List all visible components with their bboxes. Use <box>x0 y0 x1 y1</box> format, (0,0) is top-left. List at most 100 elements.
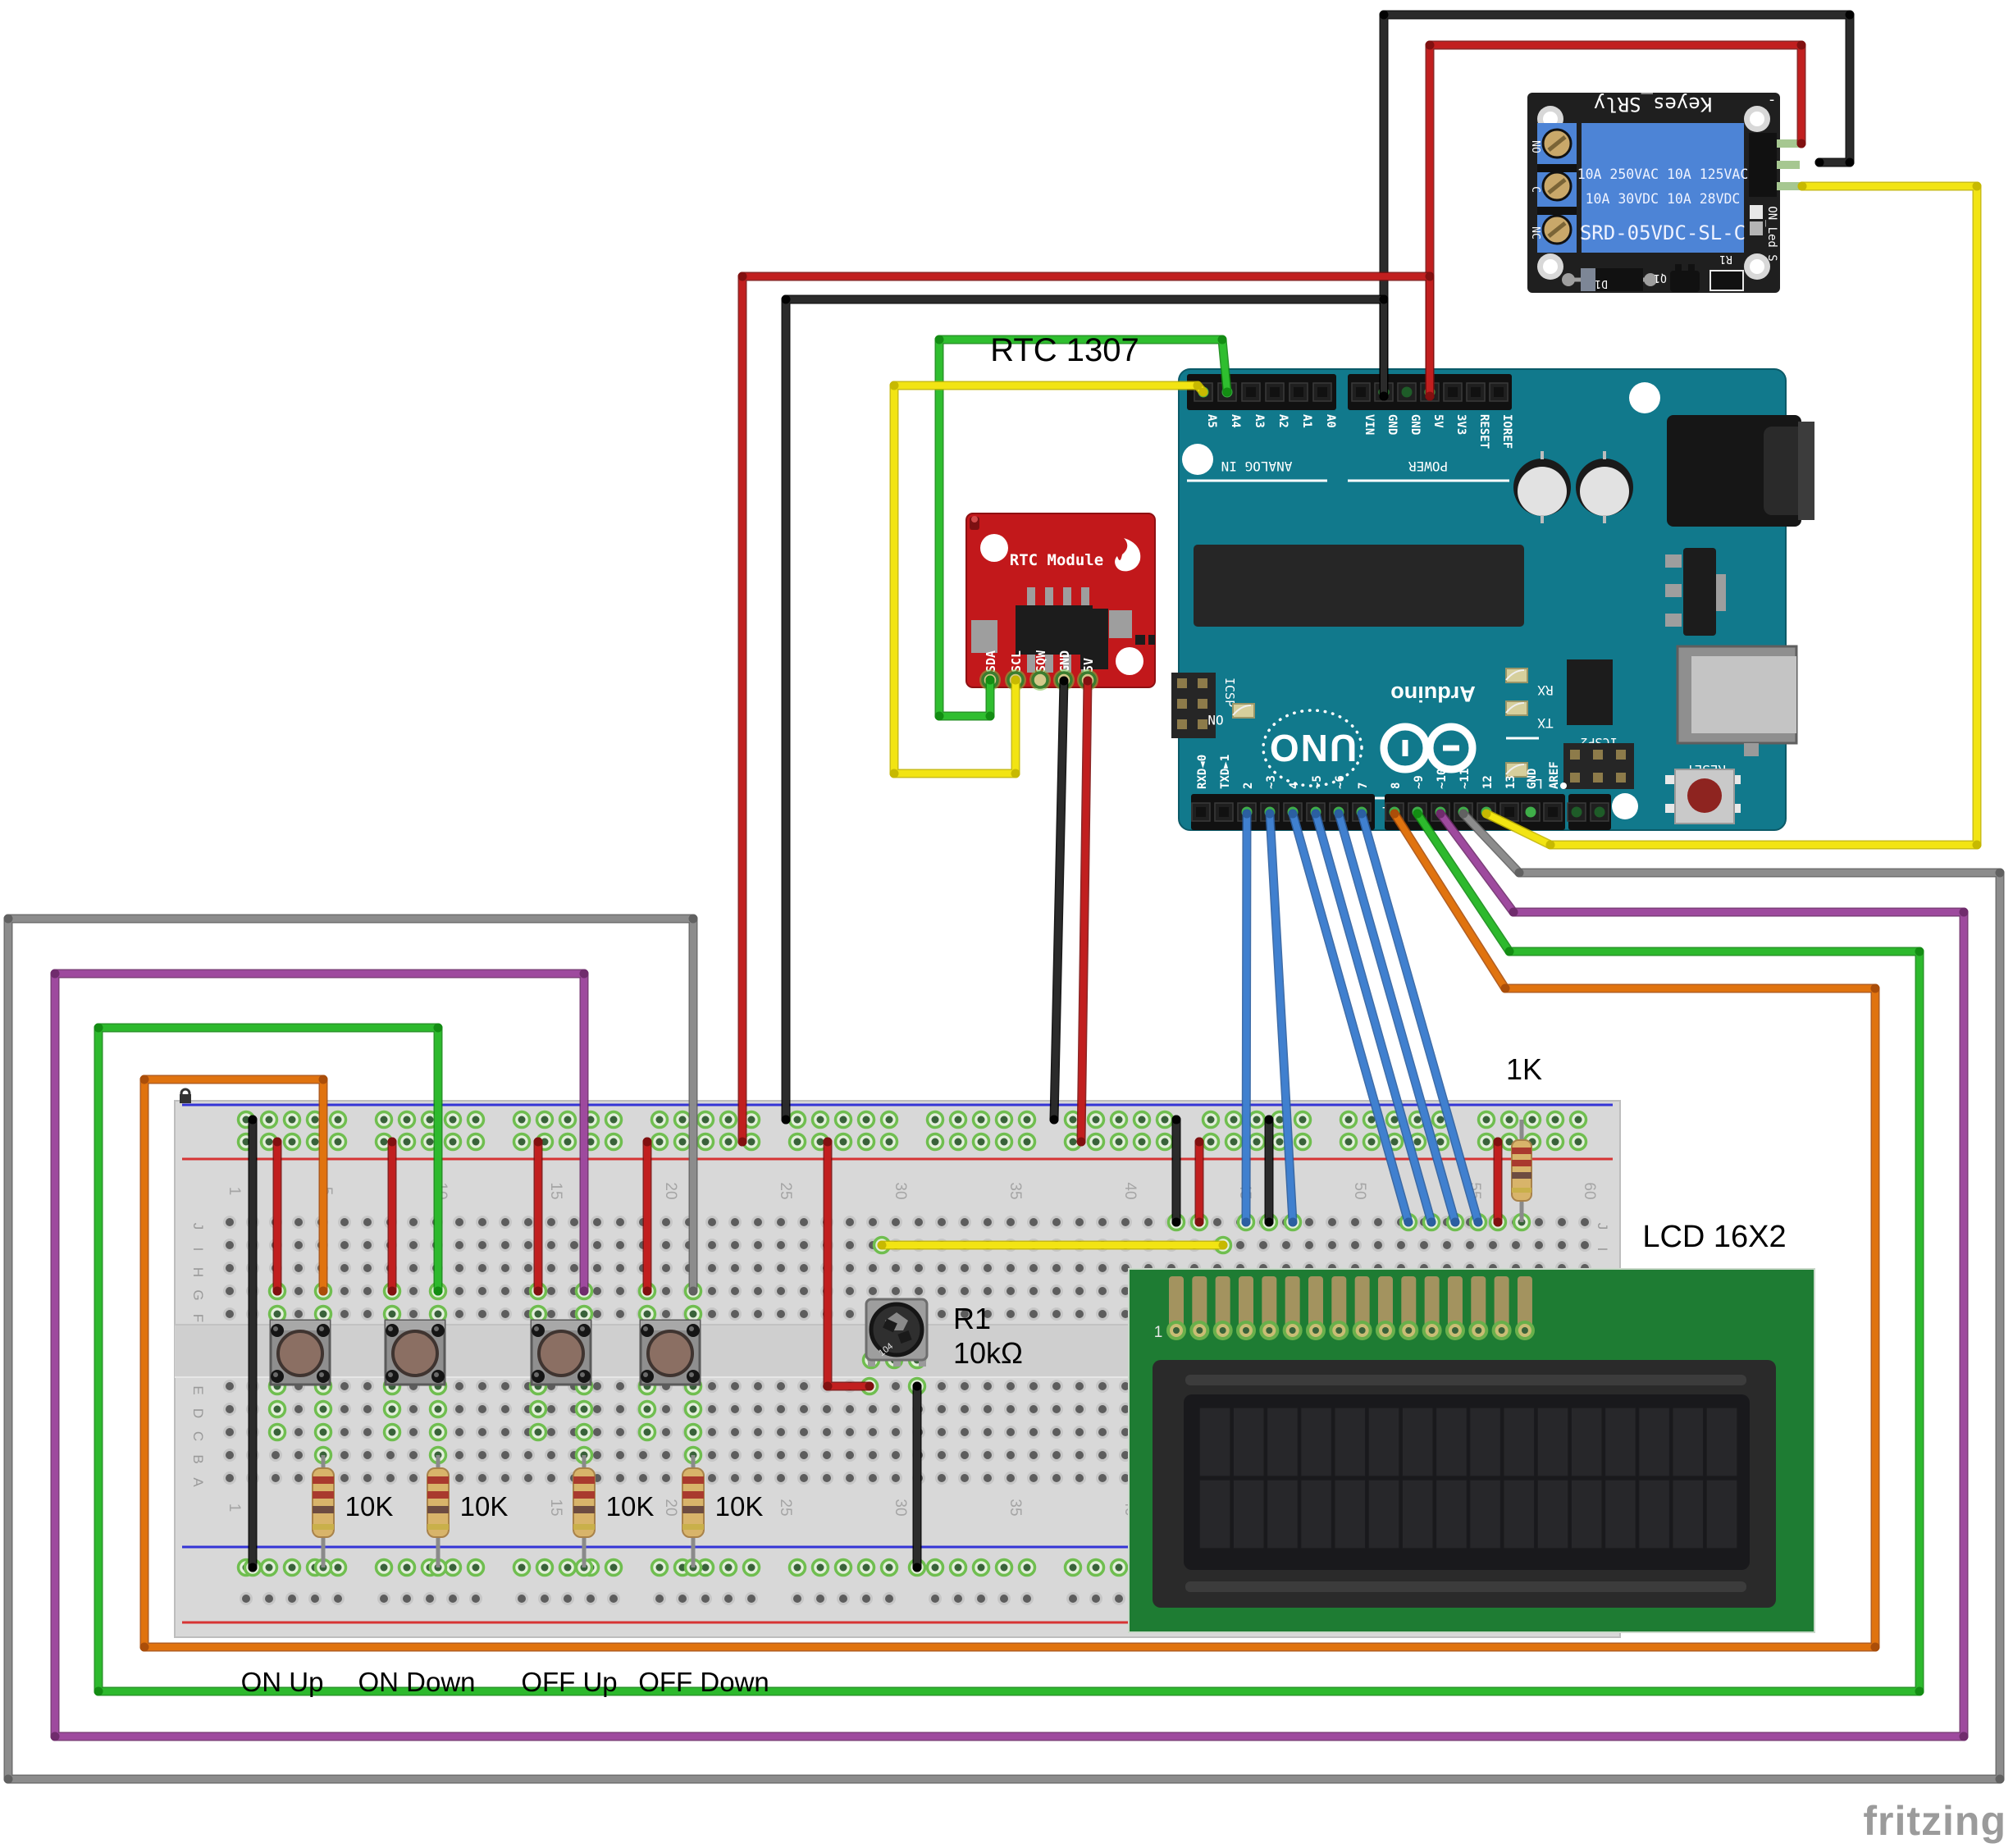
wire-rail-5v-red[interactable] <box>737 271 1435 1147</box>
wire-line[interactable] <box>141 810 1878 1650</box>
wire-bendpoint <box>139 1642 149 1652</box>
wire-lcd-vdd-red[interactable] <box>1194 1137 1204 1227</box>
wire-line[interactable] <box>936 336 1230 719</box>
wire-bendpoint <box>318 1075 328 1084</box>
wire-line[interactable] <box>1243 810 1250 1225</box>
resistor-10k-2[interactable] <box>427 1455 450 1567</box>
resistor-10k-label: 10K <box>345 1491 394 1522</box>
wire-lcd-vss-black[interactable] <box>1171 1115 1181 1227</box>
wire-btn2-green[interactable] <box>94 809 1924 1696</box>
push-button-2[interactable] <box>384 1319 446 1386</box>
wire-line[interactable] <box>1051 678 1067 1123</box>
wire-line[interactable] <box>1312 810 1435 1225</box>
pin-label-digital: ~5 <box>1311 775 1324 789</box>
wire-lcd-d7-blue[interactable] <box>1357 809 1483 1227</box>
wire-bendpoint <box>865 1381 874 1391</box>
lcd-char-cell <box>1536 1479 1569 1549</box>
wire-rtc-scl-yellow[interactable] <box>889 381 1208 778</box>
wire-relay-gnd-black[interactable] <box>1379 10 1855 401</box>
wire-rtc-sda-green[interactable] <box>934 335 1232 721</box>
column-number: 20 <box>662 1182 679 1199</box>
resistor-10k-1[interactable] <box>312 1455 335 1567</box>
icsp-label: ICSP <box>1222 678 1237 707</box>
wire-lcd-e-blue[interactable] <box>1265 809 1298 1227</box>
lcd-16x2[interactable]: 1 <box>1128 1268 1815 1633</box>
wire-btn4-gray[interactable] <box>3 809 2005 1784</box>
lcd-char-cell <box>1334 1479 1367 1549</box>
push-button-3[interactable] <box>530 1319 592 1386</box>
resistor-10k-4[interactable] <box>682 1455 705 1567</box>
wire-btn1-orange[interactable] <box>139 809 1880 1652</box>
wire-lcd-rs-blue[interactable] <box>1241 809 1252 1227</box>
wire-lcd-d6-blue[interactable] <box>1334 809 1460 1227</box>
wire-bendpoint <box>737 1137 747 1147</box>
wire-rail-gnd-black[interactable] <box>781 294 1389 1125</box>
wire-lcd-led-red[interactable] <box>1493 1137 1503 1227</box>
wire-line[interactable] <box>783 296 1387 1123</box>
wire-line[interactable] <box>95 810 1923 1695</box>
wire-line[interactable] <box>1335 810 1458 1225</box>
resistor-1k[interactable] <box>1511 1120 1532 1222</box>
pin-label-analog: A2 <box>1276 414 1290 428</box>
led-label: RX <box>1537 682 1554 698</box>
lcd-char-cell <box>1570 1407 1603 1477</box>
wire-btn3-5v-red[interactable] <box>533 1137 543 1296</box>
wire-line[interactable] <box>52 810 1967 1740</box>
lcd-char-cell <box>1266 1479 1299 1549</box>
wire-line[interactable] <box>5 810 2003 1782</box>
wire-pot-v0-yellow[interactable] <box>877 1240 1228 1250</box>
wire-pot-5v-red[interactable] <box>823 1137 874 1391</box>
wire-lcd-rw-black[interactable] <box>1264 1115 1274 1227</box>
wire-bendpoint <box>1509 907 1518 917</box>
potentiometer-r1[interactable]: 104 <box>865 1298 929 1367</box>
button-label-1: ON Up <box>241 1667 324 1697</box>
wire-bendpoint <box>1194 1137 1204 1147</box>
arduino-uno[interactable]: ICSPICSP2RESETONRXTXLUNOArduinoANALOG IN… <box>1169 368 1814 831</box>
wire-btn2-5v-red[interactable] <box>387 1137 397 1296</box>
wire-bendpoint <box>1059 676 1069 686</box>
wire-bendpoint <box>1504 947 1514 956</box>
wire-line[interactable] <box>1267 810 1296 1225</box>
rtc-pin-label: GND <box>1057 650 1072 673</box>
resistor-body <box>1511 1139 1532 1202</box>
wire-btn1-5v-red[interactable] <box>272 1137 282 1296</box>
row-letter: F <box>190 1314 206 1322</box>
wire-line[interactable] <box>1078 678 1091 1145</box>
wire-rtc-5v-red[interactable] <box>1076 676 1093 1147</box>
push-button-1[interactable] <box>269 1319 331 1386</box>
row-letter: D <box>190 1408 206 1418</box>
row-letter: A <box>190 1477 206 1487</box>
wire-lcd-d5-blue[interactable] <box>1311 809 1436 1227</box>
wire-bendpoint <box>387 1137 397 1147</box>
wire-bendpoint <box>1458 809 1468 819</box>
wire-rtc-gnd-black[interactable] <box>1049 676 1069 1125</box>
resistor-10k-3[interactable] <box>573 1455 596 1567</box>
button-cap[interactable] <box>276 1330 324 1377</box>
column-number: 20 <box>662 1499 679 1516</box>
wire-line[interactable] <box>739 273 1433 1145</box>
wire-btn4-5v-red[interactable] <box>642 1137 652 1296</box>
reset-button[interactable] <box>1665 769 1741 824</box>
wire-lcd-d4-blue[interactable] <box>1288 809 1413 1227</box>
button-cap[interactable] <box>646 1330 694 1377</box>
wire-btn3-purple[interactable] <box>50 809 1969 1741</box>
push-button-4[interactable] <box>639 1319 701 1386</box>
wires[interactable] <box>3 10 2005 1784</box>
wire-bendpoint <box>1473 1217 1483 1227</box>
lcd-char-cell <box>1468 1407 1502 1477</box>
wire-pot-gnd-black[interactable] <box>912 1381 922 1572</box>
lcd-char-cell <box>1672 1407 1705 1477</box>
wire-bb-gnd-black[interactable] <box>248 1115 258 1572</box>
wire-relay-5v-red[interactable] <box>1425 40 1806 401</box>
wire-line[interactable] <box>1290 810 1412 1225</box>
wire-line[interactable] <box>1426 42 1805 399</box>
wire-bendpoint <box>1959 907 1969 917</box>
wire-line[interactable] <box>1358 810 1481 1225</box>
lcd-char-cell <box>1198 1479 1231 1549</box>
button-cap[interactable] <box>537 1330 585 1377</box>
button-cap[interactable] <box>391 1330 439 1377</box>
wire-bendpoint <box>433 1286 443 1296</box>
wire-relay-sig-yellow[interactable] <box>1481 181 1982 850</box>
